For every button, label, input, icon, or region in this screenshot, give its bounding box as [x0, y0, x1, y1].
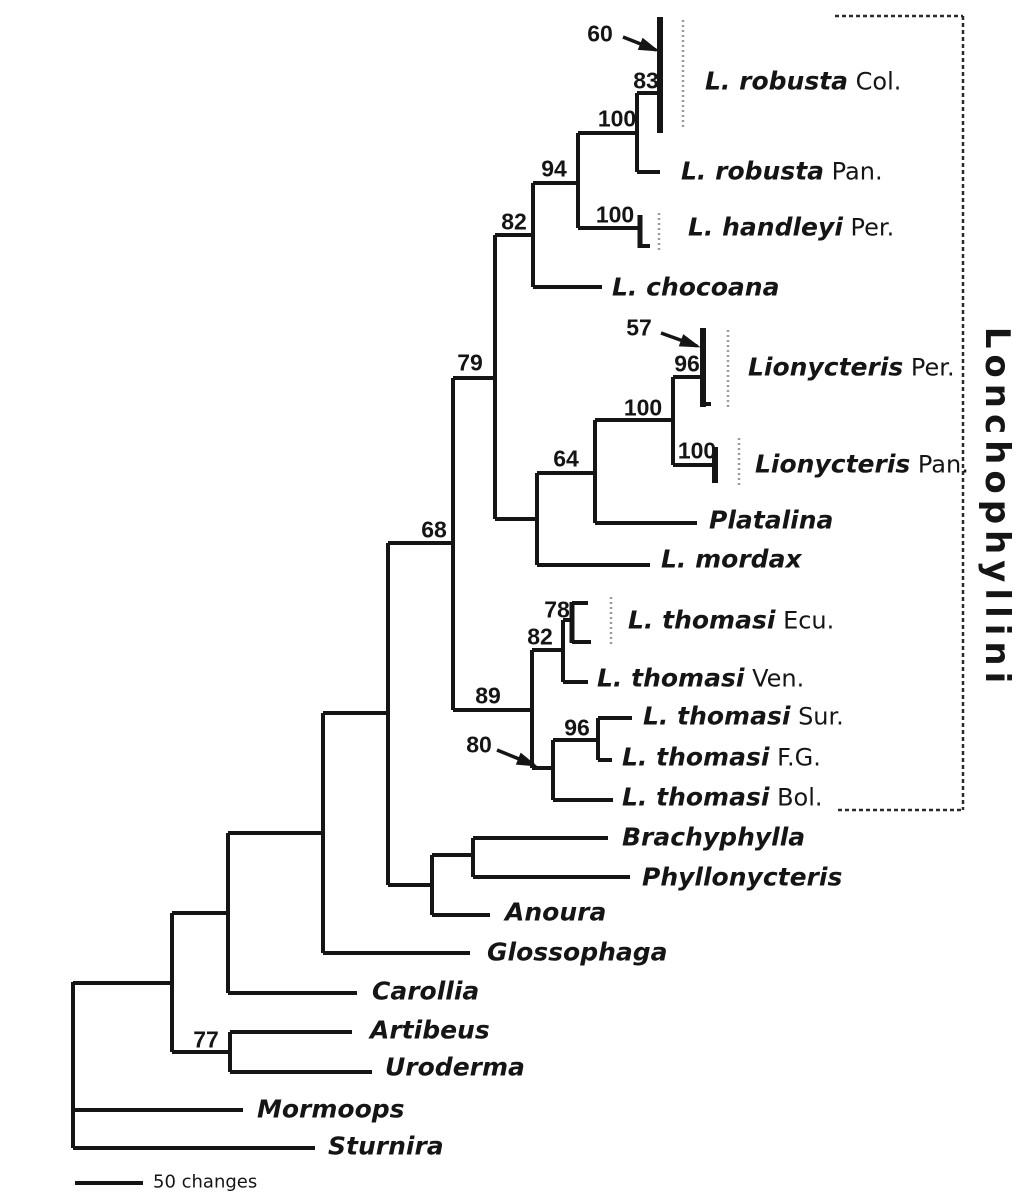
bootstrap-arrow-head: [678, 334, 701, 348]
clade-bracket-label: Lonchophyllini: [977, 326, 1017, 690]
bootstrap-arrow-head: [637, 37, 660, 52]
scale-bar-label: 50 changes: [153, 1171, 258, 1193]
bootstrap-arrow-head: [515, 752, 538, 767]
